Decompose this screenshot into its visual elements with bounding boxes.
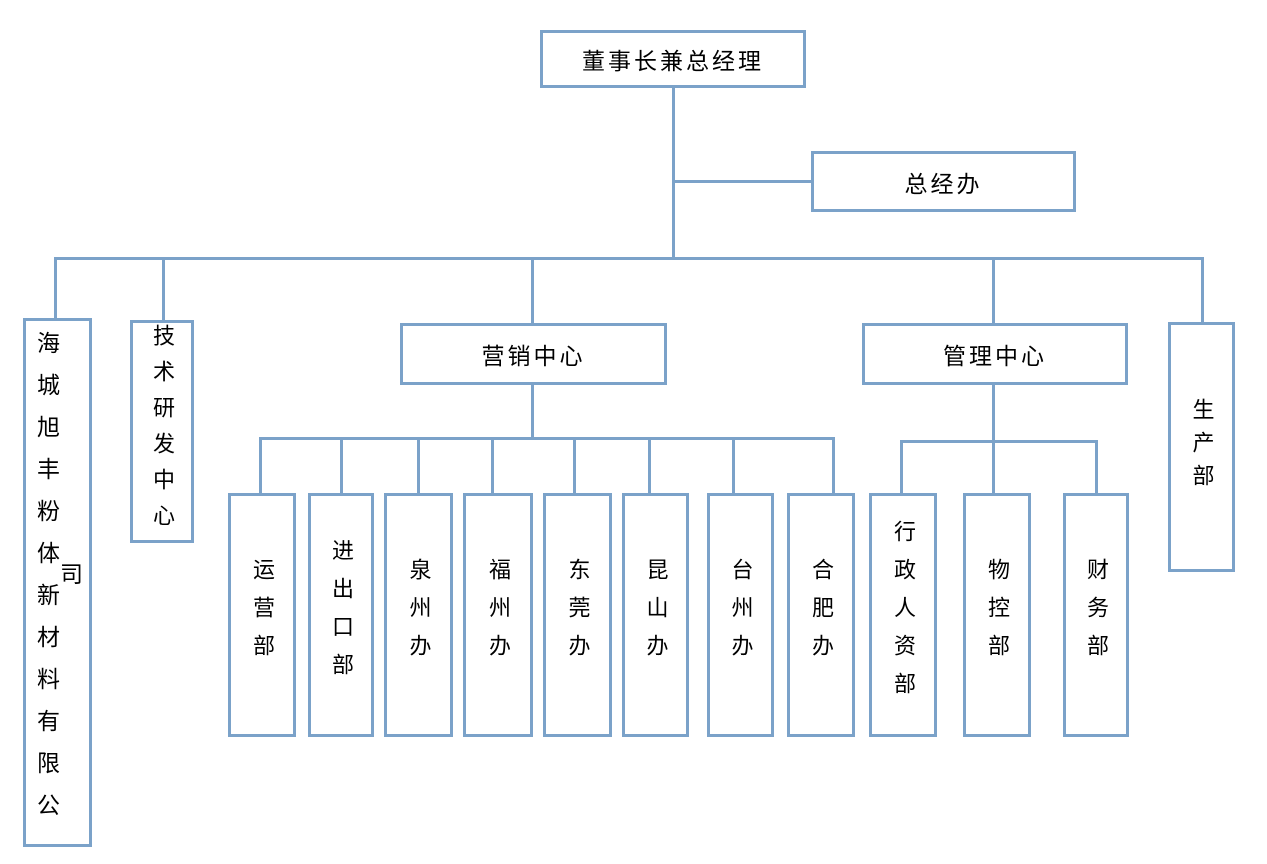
node-import-export-dept: 进出口部: [308, 493, 374, 737]
node-fuzhou-office: 福州办: [463, 493, 533, 737]
node-quanzhou-office-label: 泉州办: [406, 558, 432, 672]
connector-management-bus: [900, 440, 1098, 443]
node-material-control-dept-label: 物控部: [985, 558, 1010, 672]
node-finance-dept: 财务部: [1063, 493, 1129, 737]
node-gm-office: 总经办: [811, 151, 1076, 212]
connector-drop-finance: [1095, 440, 1098, 493]
connector-gm-office: [673, 180, 811, 183]
node-finance-dept-label: 财务部: [1084, 558, 1109, 672]
node-kunshan-office: 昆山办: [622, 493, 689, 737]
node-taizhou-office-label: 台州办: [728, 558, 754, 672]
connector-drop-management: [992, 257, 995, 323]
node-import-export-dept-label: 进出口部: [329, 539, 354, 691]
connector-drop-operations: [259, 437, 262, 493]
node-fuzhou-office-label: 福州办: [486, 558, 511, 672]
node-company-name-label: 海城旭丰粉体新材料有限公司: [33, 330, 82, 835]
node-hr-admin-dept: 行政人资部: [869, 493, 937, 737]
node-kunshan-office-label: 昆山办: [643, 558, 669, 672]
node-marketing-center-label: 营销中心: [481, 344, 586, 369]
connector-drop-rnd: [162, 257, 165, 320]
node-company-name: 海城旭丰粉体新材料有限公司: [23, 318, 92, 847]
connector-drop-production: [1201, 257, 1204, 322]
node-chairman-gm: 董事长兼总经理: [540, 30, 806, 88]
connector-drop-material-control: [992, 440, 995, 493]
node-quanzhou-office: 泉州办: [384, 493, 453, 737]
node-management-center: 管理中心: [862, 323, 1128, 385]
connector-drop-kunshan: [648, 437, 651, 493]
connector-trunk: [672, 88, 675, 259]
node-rnd-center: 技术研发中心: [130, 320, 194, 543]
connector-drop-import-export: [340, 437, 343, 493]
node-hefei-office: 合肥办: [787, 493, 855, 737]
node-taizhou-office: 台州办: [707, 493, 774, 737]
node-material-control-dept: 物控部: [963, 493, 1031, 737]
node-hefei-office-label: 合肥办: [809, 558, 834, 672]
connector-marketing-bus: [259, 437, 835, 440]
node-gm-office-label: 总经办: [904, 171, 983, 197]
node-hr-admin-dept-label: 行政人资部: [891, 520, 916, 710]
node-marketing-center: 营销中心: [400, 323, 667, 385]
connector-stem-management: [992, 385, 995, 441]
connector-drop-hr-admin: [900, 440, 903, 493]
connector-drop-dongguan: [573, 437, 576, 493]
node-dongguan-office-label: 东莞办: [565, 558, 591, 672]
node-chairman-gm-label: 董事长兼总经理: [582, 49, 764, 74]
connector-drop-marketing: [531, 257, 534, 323]
connector-drop-quanzhou: [417, 437, 420, 493]
node-operations-dept-label: 运营部: [250, 558, 275, 672]
node-dongguan-office: 东莞办: [543, 493, 612, 737]
node-production-dept-label: 生产部: [1189, 397, 1215, 497]
node-operations-dept: 运营部: [228, 493, 296, 737]
node-production-dept: 生产部: [1168, 322, 1235, 572]
connector-drop-taizhou: [732, 437, 735, 493]
connector-drop-hefei: [832, 437, 835, 493]
connector-drop-fuzhou: [491, 437, 494, 493]
connector-drop-company: [54, 257, 57, 318]
node-rnd-center-label: 技术研发中心: [150, 323, 175, 540]
connector-stem-marketing: [531, 385, 534, 438]
node-management-center-label: 管理中心: [943, 344, 1047, 369]
connector-main-bus: [54, 257, 1204, 260]
